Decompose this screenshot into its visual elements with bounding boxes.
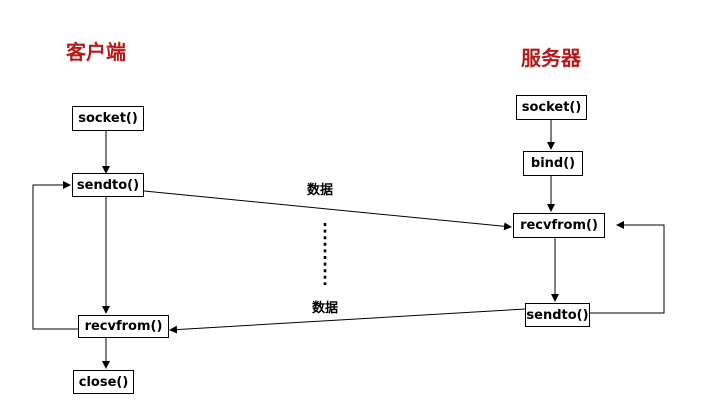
arrow-server-loop: [590, 221, 665, 314]
server-recvfrom-node: recvfrom(): [513, 213, 605, 238]
server-sendto-node: sendto(): [525, 303, 590, 327]
arrow-request: [143, 190, 512, 231]
server-bind-node: bind(): [523, 151, 583, 176]
client-close-node: close(): [73, 370, 134, 394]
request-label: 数据: [307, 183, 334, 198]
arrow-client-loop: [32, 181, 78, 330]
client-title: 客户端: [66, 40, 126, 64]
client-socket-node: socket(): [72, 106, 144, 131]
client-recvfrom-node: recvfrom(): [78, 315, 169, 338]
server-title: 服务器: [521, 46, 581, 70]
server-socket-node: socket(): [516, 95, 587, 120]
client-sendto-node: sendto(): [72, 173, 144, 197]
arrow-response: [169, 308, 526, 334]
response-label: 数据: [312, 301, 339, 316]
